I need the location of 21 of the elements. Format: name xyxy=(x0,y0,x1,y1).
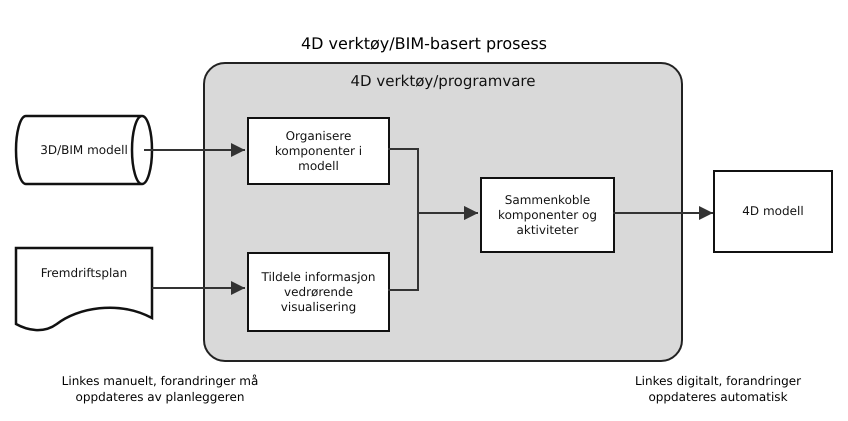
document-shape xyxy=(16,248,152,330)
panel-title: 4D verktøy/programvare xyxy=(350,72,536,91)
database-cylinder xyxy=(16,116,152,184)
process-box xyxy=(247,252,390,332)
process-box xyxy=(247,117,390,185)
node-label: Sammenkoble komponenter og aktiviteter xyxy=(497,192,598,238)
node-label: 3D/BIM modell xyxy=(40,142,128,158)
tool-panel xyxy=(203,62,683,362)
node-label: Tildele informasjon vedrørende visualisering xyxy=(260,270,376,314)
note-text: Linkes digitalt, forandringer oppdateres automatisk xyxy=(634,373,802,406)
node-label: 4D modell xyxy=(742,204,804,219)
node-label: Organisere komponenter i modell xyxy=(274,128,364,174)
note-text: Linkes manuelt, forandringer må oppdateres av planleggeren xyxy=(60,373,260,406)
process-box xyxy=(713,170,833,253)
diagram-title: 4D verktøy/BIM-basert prosess xyxy=(300,34,548,53)
node-label: Fremdriftsplan xyxy=(40,266,128,281)
arrow xyxy=(388,206,478,291)
arrow xyxy=(144,143,245,157)
arrow xyxy=(613,206,713,220)
arrow xyxy=(152,281,245,295)
process-box xyxy=(480,177,615,253)
